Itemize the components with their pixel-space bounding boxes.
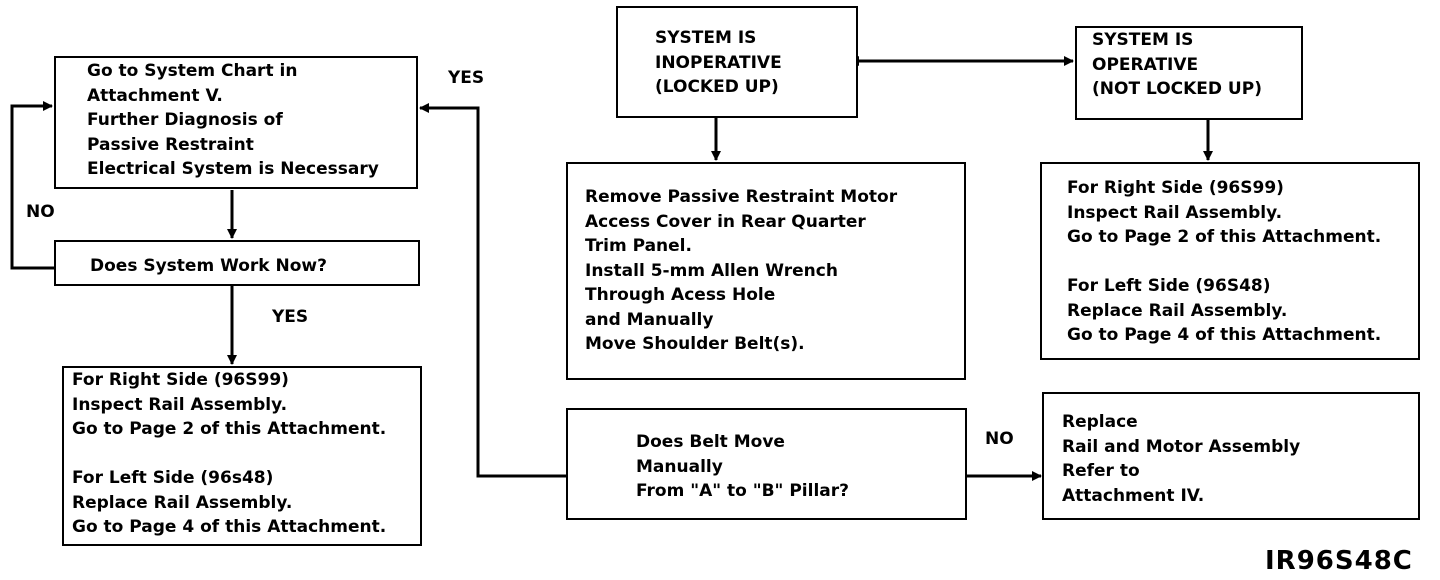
text-line: (NOT LOCKED UP)	[1092, 79, 1262, 99]
right-sides-box	[1040, 162, 1420, 360]
belt-move-box	[566, 408, 967, 520]
text-line: Go to Page 4 of this Attachment.	[1067, 325, 1382, 345]
text-line: INOPERATIVE	[655, 52, 782, 73]
text-line: For Left Side (96S48)	[1067, 276, 1271, 296]
text-line: Inspect Rail Assembly.	[72, 394, 288, 415]
text-line: Replace Rail Assembly.	[72, 492, 293, 513]
text-line: (LOCKED UP)	[655, 77, 779, 97]
text-line	[72, 442, 386, 467]
text-line: Replace	[1062, 412, 1138, 432]
text-line: Go to Page 2 of this Attachment.	[1067, 227, 1382, 247]
text-line: Rail and Motor Assembly	[1062, 436, 1301, 457]
text-line: For Left Side (96s48)	[72, 468, 274, 488]
text-line: Move Shoulder Belt(s).	[585, 334, 805, 354]
text-line: Attachment IV.	[1062, 485, 1205, 506]
text-line: Go to Page 2 of this Attachment.	[72, 419, 387, 439]
text-line: For Right Side (96S99)	[1067, 178, 1284, 198]
left-sides-box	[62, 366, 422, 546]
system-work-box	[54, 240, 420, 286]
text-line	[1067, 250, 1381, 275]
text-line: SYSTEM IS	[655, 28, 757, 48]
text-line: Passive Restraint	[87, 134, 254, 155]
replace-text: Replace Rail and Motor Assembly Refer to…	[1062, 410, 1300, 508]
text-line: and Manually	[585, 309, 714, 330]
inoperative-text: SYSTEM IS INOPERATIVE (LOCKED UP)	[655, 26, 782, 100]
operative-box	[1075, 26, 1303, 120]
text-line: Attachment V.	[87, 85, 223, 106]
text-line: Does System Work Now?	[90, 256, 327, 276]
label-no-left: NO	[26, 202, 55, 222]
system-work-text: Does System Work Now?	[90, 254, 327, 279]
text-line: Go to Page 4 of this Attachment.	[72, 517, 387, 537]
arrow-belt-yes	[419, 103, 566, 478]
figure-id: IR96S48C	[1265, 546, 1413, 576]
system-chart-text: Go to System Chart in Attachment V. Furt…	[87, 59, 379, 182]
remove-cover-box	[566, 162, 966, 380]
text-line: Manually	[636, 456, 723, 477]
text-line: Refer to	[1062, 461, 1140, 481]
text-line: Further Diagnosis of	[87, 110, 283, 130]
system-chart-box	[54, 56, 418, 189]
right-sides-text: For Right Side (96S99) Inspect Rail Asse…	[1067, 176, 1381, 348]
text-line: Replace Rail Assembly.	[1067, 300, 1288, 321]
remove-cover-text: Remove Passive Restraint Motor Access Co…	[585, 185, 897, 357]
text-line: Install 5-mm Allen Wrench	[585, 260, 838, 281]
label-yes-mid: YES	[272, 307, 309, 327]
text-line: Remove Passive Restraint Motor	[585, 187, 898, 207]
replace-box	[1042, 392, 1420, 520]
text-line: SYSTEM IS	[1092, 30, 1194, 50]
text-line: Through Acess Hole	[585, 285, 776, 305]
text-line: Go to System Chart in	[87, 61, 298, 81]
text-line: OPERATIVE	[1092, 54, 1199, 75]
inoperative-box	[616, 6, 858, 118]
operative-text: SYSTEM IS OPERATIVE (NOT LOCKED UP)	[1092, 28, 1262, 102]
text-line: From "A" to "B" Pillar?	[636, 481, 849, 501]
label-no-right: NO	[985, 429, 1014, 449]
arrow-no-loop	[10, 101, 54, 270]
text-line: For Right Side (96S99)	[72, 370, 289, 390]
left-sides-text: For Right Side (96S99) Inspect Rail Asse…	[72, 368, 386, 540]
label-yes-top: YES	[448, 68, 485, 88]
belt-move-text: Does Belt Move Manually From "A" to "B" …	[636, 430, 849, 504]
text-line: Inspect Rail Assembly.	[1067, 202, 1283, 223]
text-line: Electrical System is Necessary	[87, 159, 379, 179]
text-line: Access Cover in Rear Quarter	[585, 211, 866, 232]
text-line: Does Belt Move	[636, 432, 785, 452]
text-line: Trim Panel.	[585, 236, 692, 256]
